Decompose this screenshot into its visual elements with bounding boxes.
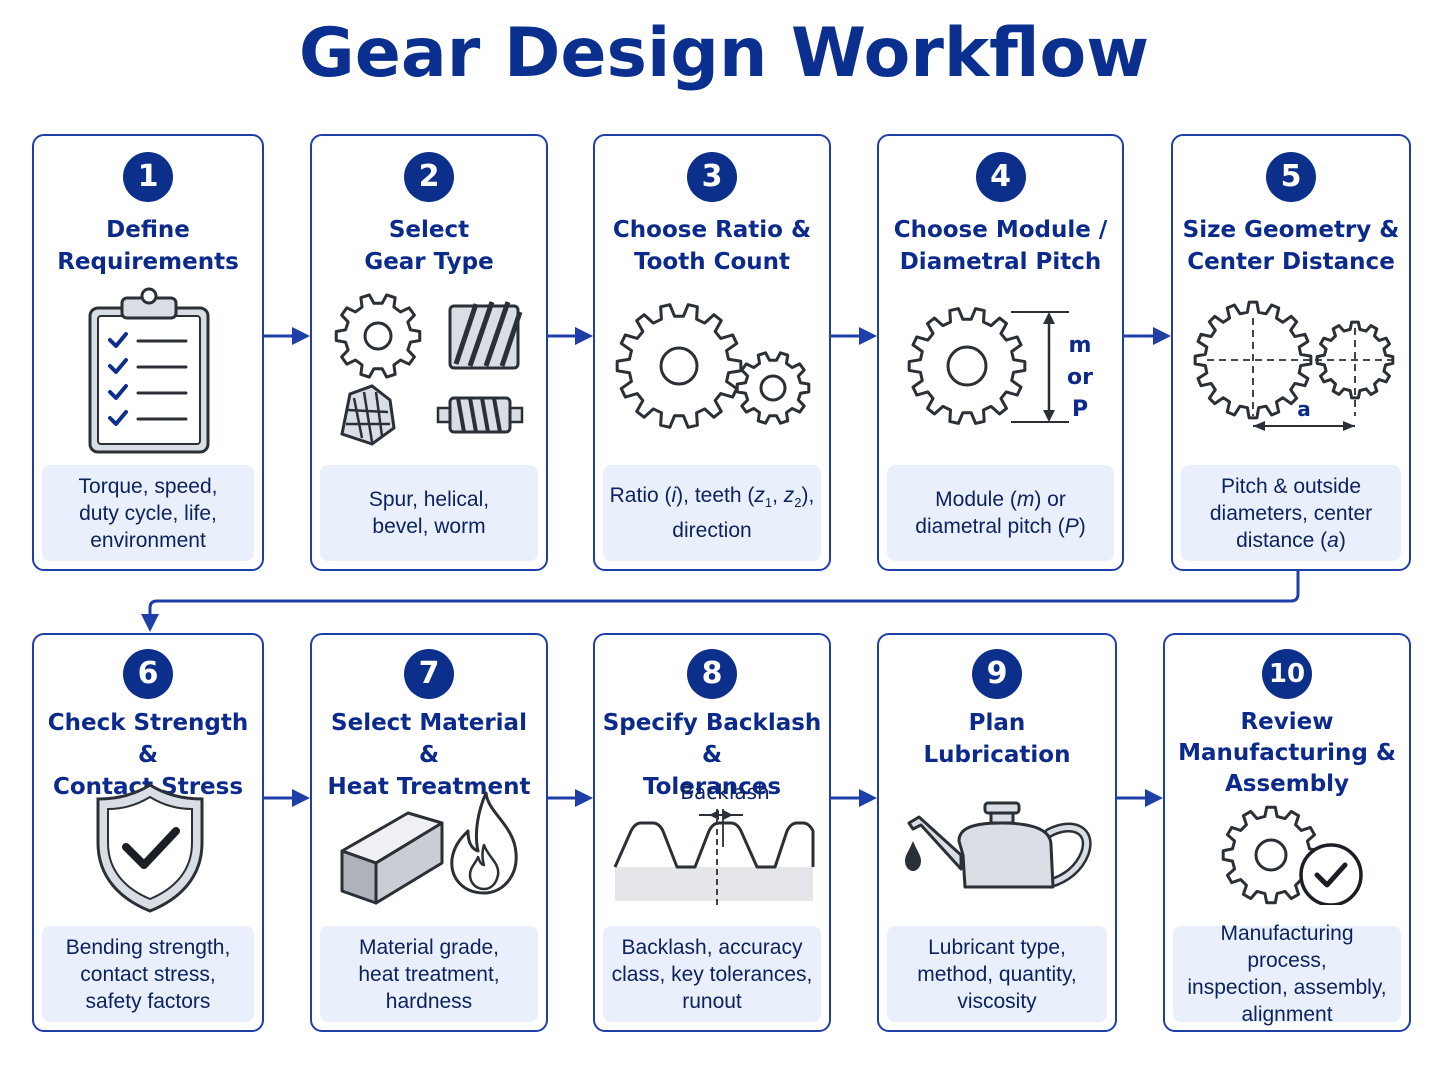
gear-module-icon: m or P bbox=[907, 307, 1093, 425]
step-number-badge: 9 bbox=[972, 649, 1022, 699]
dim-label-p: P bbox=[1072, 397, 1088, 422]
clipboard-checklist-icon bbox=[88, 287, 210, 454]
step-title: Review Manufacturing & Assembly bbox=[1178, 709, 1396, 797]
step-card-4: 4 Choose Module / Diametral Pitch m or P… bbox=[877, 134, 1124, 571]
flow-arrow bbox=[1117, 789, 1163, 807]
step-number-badge: 7 bbox=[404, 649, 454, 699]
step-description: Torque, speed, duty cycle, life, environ… bbox=[42, 465, 254, 561]
dim-label-a: a bbox=[1297, 397, 1311, 421]
step-card-3: 3 Choose Ratio & Tooth Count Ratio (i), … bbox=[593, 134, 831, 571]
step-card-8: 8 Specify Backlash & Tolerances Backlash… bbox=[593, 633, 831, 1032]
page-title: Gear Design Workflow bbox=[298, 14, 1150, 93]
step-title: Choose Module / Diametral Pitch bbox=[893, 217, 1108, 275]
step-title: Define Requirements bbox=[57, 217, 239, 275]
flow-arrow bbox=[264, 789, 310, 807]
step-description: Ratio (i), teeth (z1, z2),direction bbox=[603, 465, 821, 561]
step-number-badge: 3 bbox=[687, 152, 737, 202]
dim-label-m: m bbox=[1069, 333, 1092, 358]
step-number-badge: 6 bbox=[123, 649, 173, 699]
step-description: Backlash, accuracy class, key tolerances… bbox=[603, 926, 821, 1022]
step-title: Check Strength & Contact Stress bbox=[47, 710, 249, 800]
step-title: Choose Ratio & Tooth Count bbox=[612, 217, 812, 275]
step-card-10: 10 Review Manufacturing & Assembly Manuf… bbox=[1163, 633, 1411, 1032]
gear-check-icon bbox=[1221, 805, 1363, 905]
flow-arrow bbox=[831, 789, 877, 807]
step-number-badge: 1 bbox=[123, 152, 173, 202]
backlash-label: Backlash bbox=[680, 780, 769, 804]
step-number-badge: 2 bbox=[404, 152, 454, 202]
step-card-9: 9 Plan Lubrication Lubricant type, metho… bbox=[877, 633, 1117, 1032]
gear-types-icon bbox=[334, 293, 524, 446]
step-title: Specify Backlash & Tolerances bbox=[602, 710, 822, 800]
shield-check-icon bbox=[96, 783, 204, 913]
step-card-6: 6 Check Strength & Contact Stress Bendin… bbox=[32, 633, 264, 1032]
step-description: Spur, helical, bevel, worm bbox=[320, 465, 538, 561]
gear-pair-icon bbox=[615, 303, 811, 429]
step-number-badge: 10 bbox=[1262, 649, 1312, 699]
step-description: Material grade, heat treatment, hardness bbox=[320, 926, 538, 1022]
flow-arrow bbox=[548, 789, 593, 807]
step-number-badge: 4 bbox=[975, 152, 1026, 202]
flow-arrow bbox=[831, 327, 877, 345]
row-connector-arrow bbox=[141, 570, 1300, 632]
step-title: Select Gear Type bbox=[364, 217, 494, 275]
step-title: Plan Lubrication bbox=[923, 710, 1071, 768]
center-distance-icon: a bbox=[1193, 300, 1395, 431]
step-card-5: 5 Size Geometry & Center Distance a Pitc… bbox=[1171, 134, 1411, 571]
step-description: Bending strength, contact stress, safety… bbox=[42, 926, 254, 1022]
step-title: Size Geometry & Center Distance bbox=[1182, 217, 1400, 275]
material-flame-icon bbox=[340, 791, 518, 905]
step-description: Manufacturing process, inspection, assem… bbox=[1173, 922, 1401, 1026]
step-number-badge: 5 bbox=[1266, 152, 1316, 202]
flow-arrow bbox=[1124, 327, 1171, 345]
dim-label-or: or bbox=[1067, 365, 1093, 390]
step-card-7: 7 Select Material & Heat Treatment Mater… bbox=[310, 633, 548, 1032]
flow-arrow bbox=[548, 327, 593, 345]
step-card-2: 2 Select Gear Type bbox=[310, 134, 548, 571]
backlash-teeth-icon: Backlash bbox=[613, 780, 815, 907]
step-title: Select Material & Heat Treatment bbox=[327, 710, 531, 800]
step-number-badge: 8 bbox=[687, 649, 737, 699]
flow-arrow bbox=[264, 327, 310, 345]
oil-can-icon bbox=[905, 801, 1092, 889]
step-card-1: 1 Define Requirements Torque, speed, dut… bbox=[32, 134, 264, 571]
step-description: Lubricant type, method, quantity, viscos… bbox=[887, 926, 1107, 1022]
